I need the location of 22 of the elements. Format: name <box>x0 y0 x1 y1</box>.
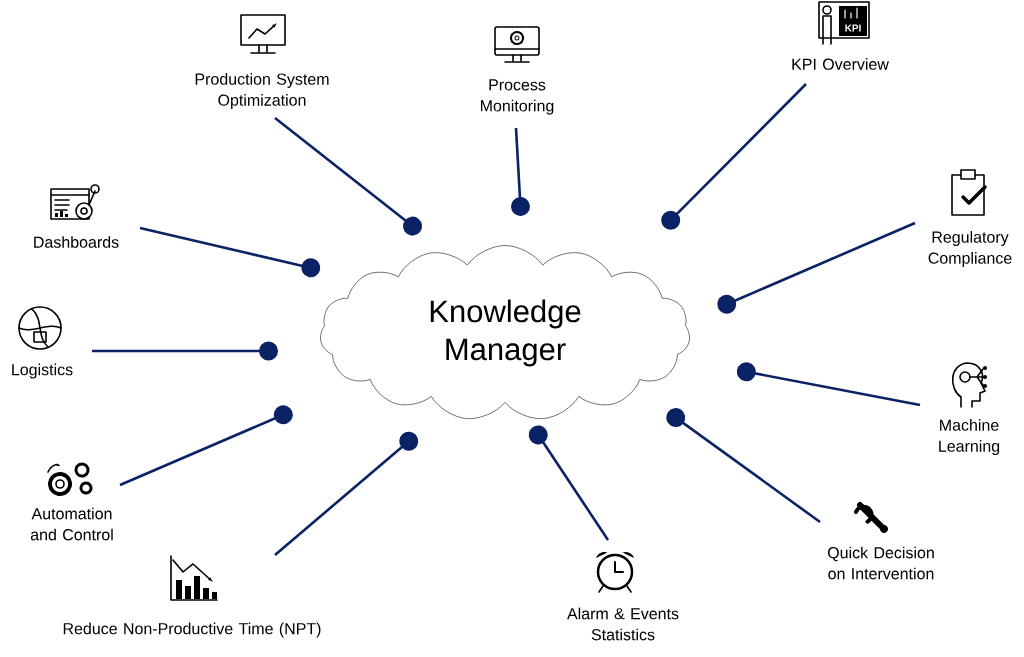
connector-line <box>274 431 419 556</box>
connector-line <box>717 221 916 314</box>
topic-label: KPI Overview <box>792 58 889 70</box>
topic-label: Dashboards <box>34 236 119 248</box>
topic-label: Automation and Control <box>30 507 113 541</box>
connector-line <box>528 425 610 541</box>
topic-label: Process Monitoring <box>480 79 554 115</box>
connector-line <box>139 226 321 278</box>
connector-line <box>510 127 530 216</box>
topic-label: Logistics <box>12 363 73 379</box>
topic-label: Reduce Non-Productive Time (NPT) <box>63 622 321 638</box>
connector-line <box>736 362 921 407</box>
connector-line <box>666 408 821 524</box>
connector-line <box>274 116 423 236</box>
topic-label: Quick Decision on Intervention <box>827 546 934 580</box>
connector-line <box>92 341 278 361</box>
connector-line <box>661 83 807 230</box>
topic-label: Machine Learning <box>939 419 1000 455</box>
topic-label: Alarm & Events Statistics <box>567 607 679 641</box>
topic-label: Regulatory Compliance <box>928 231 1012 267</box>
connector-line <box>119 405 293 487</box>
topic-label: Production System Optimization <box>195 73 329 109</box>
